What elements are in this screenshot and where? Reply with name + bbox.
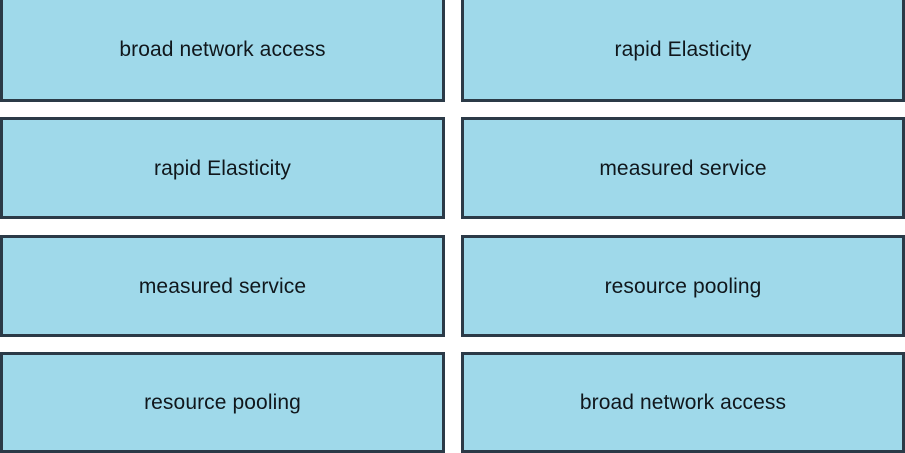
right-box-3[interactable]: resource pooling xyxy=(461,235,905,337)
right-box-2[interactable]: measured service xyxy=(461,117,905,219)
right-box-1[interactable]: rapid Elasticity xyxy=(461,0,905,102)
left-box-4[interactable]: resource pooling xyxy=(0,352,445,453)
left-box-1-label: broad network access xyxy=(119,38,326,61)
left-box-3-label: measured service xyxy=(138,274,307,298)
right-box-4-label: broad network access xyxy=(579,391,787,414)
left-box-2[interactable]: rapid Elasticity xyxy=(0,117,445,219)
right-box-2-label: measured service xyxy=(599,156,767,180)
left-box-2-label: rapid Elasticity xyxy=(154,156,291,180)
left-box-4-label: resource pooling xyxy=(144,391,301,414)
right-box-1-label: rapid Elasticity xyxy=(614,38,752,61)
left-box-1[interactable]: broad network access xyxy=(0,0,445,102)
right-box-4[interactable]: broad network access xyxy=(461,352,905,453)
right-box-3-label: resource pooling xyxy=(604,274,762,298)
left-box-3[interactable]: measured service xyxy=(0,235,445,337)
